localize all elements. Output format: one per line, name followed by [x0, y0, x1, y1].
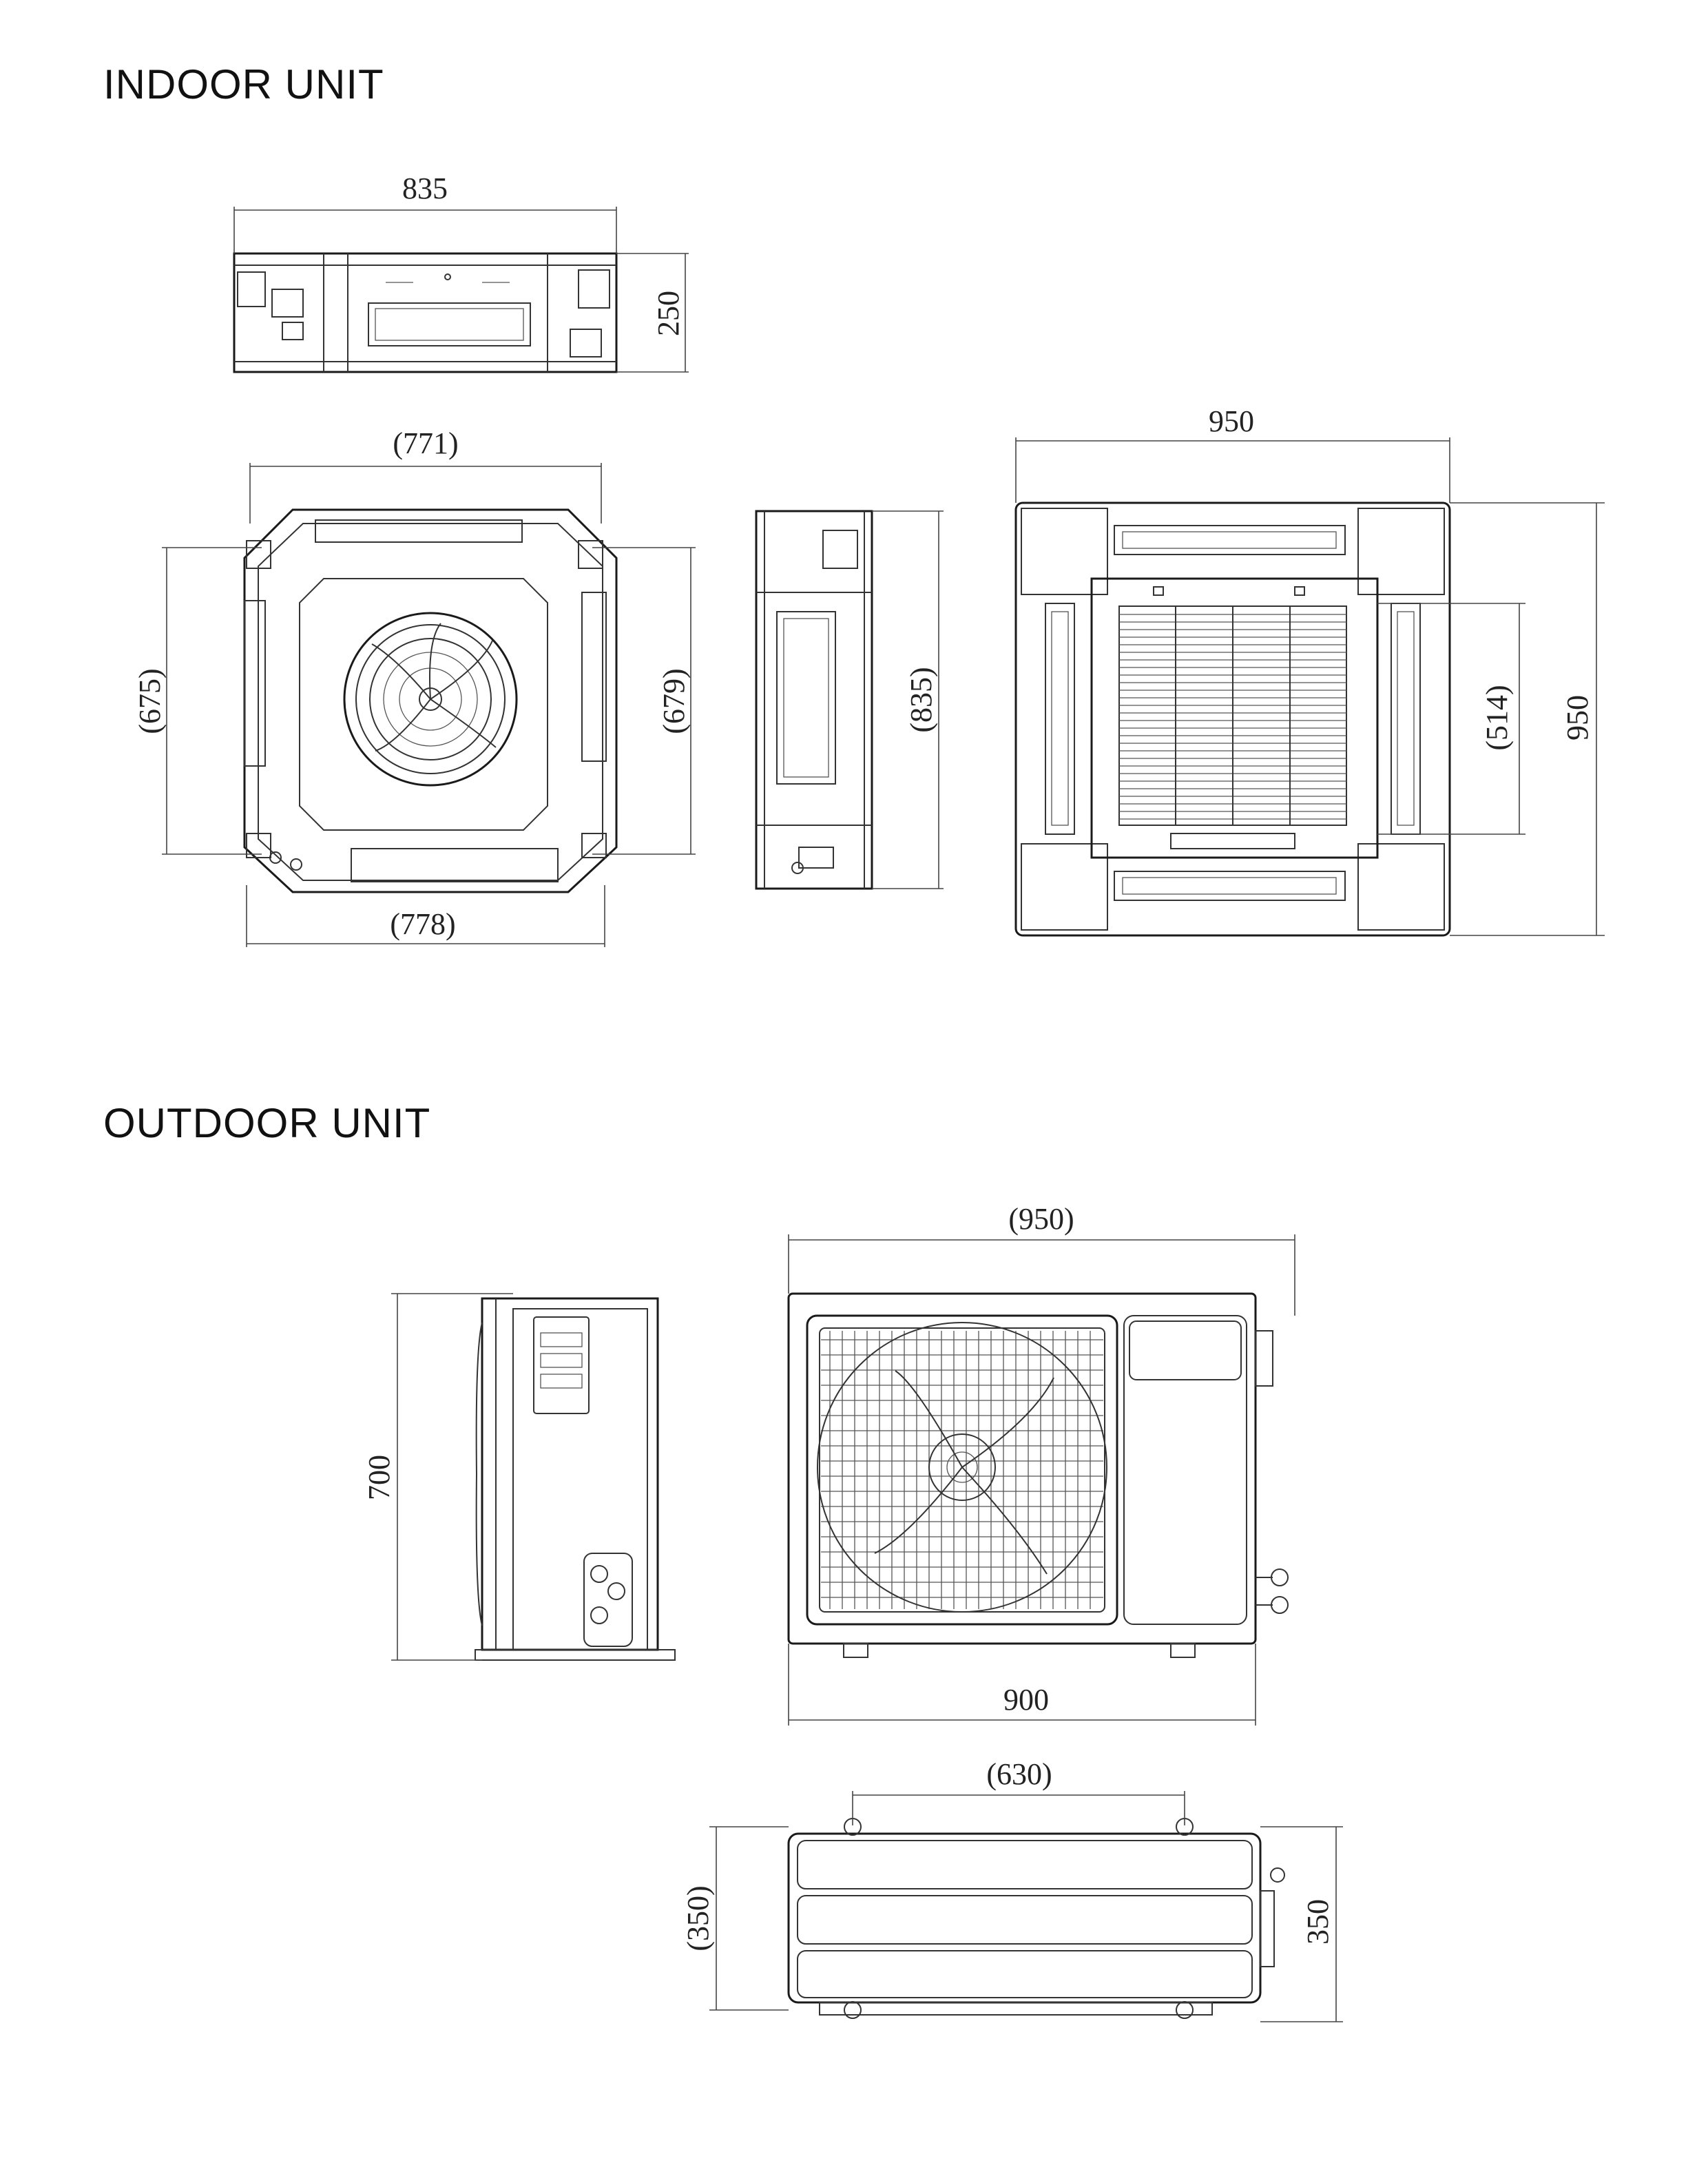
dim-outdoor-top-right: 350	[1301, 1899, 1335, 1945]
outdoor-front-view: (950) 900	[787, 1202, 1295, 1726]
indoor-front-view: 835 250	[233, 172, 689, 373]
dim-panel-inner: (514)	[1480, 685, 1514, 750]
dim-outdoor-front-bottom: 900	[1003, 1683, 1049, 1717]
indoor-side-view: (835)	[755, 510, 944, 890]
indoor-unit-heading: INDOOR UNIT	[103, 61, 384, 107]
dim-indoor-front-width: 835	[402, 172, 448, 205]
dim-indoor-bottom-bottom: (778)	[390, 907, 455, 941]
dim-outdoor-top-mount: (630)	[986, 1757, 1052, 1791]
outdoor-side-view: 700	[362, 1293, 676, 1661]
dim-indoor-bottom-left: (675)	[133, 668, 167, 734]
dim-outdoor-front-top: (950)	[1008, 1202, 1074, 1236]
dim-indoor-bottom-top: (771)	[393, 426, 458, 460]
dim-indoor-side-height: (835)	[904, 667, 938, 732]
dim-panel-height: 950	[1561, 695, 1594, 740]
dim-panel-width: 950	[1209, 404, 1254, 438]
dim-indoor-bottom-right: (679)	[657, 668, 691, 734]
dim-indoor-front-height: 250	[652, 291, 685, 336]
indoor-bottom-view: (771) (778) (675) (679)	[133, 426, 696, 947]
dim-outdoor-top-left: (350)	[681, 1885, 715, 1951]
indoor-panel-view: 950 (514) 950	[1014, 404, 1605, 937]
outdoor-top-view: (630) (350) 350	[681, 1757, 1343, 2022]
outdoor-unit-heading: OUTDOOR UNIT	[103, 1100, 431, 1146]
dim-outdoor-side-height: 700	[362, 1455, 396, 1500]
